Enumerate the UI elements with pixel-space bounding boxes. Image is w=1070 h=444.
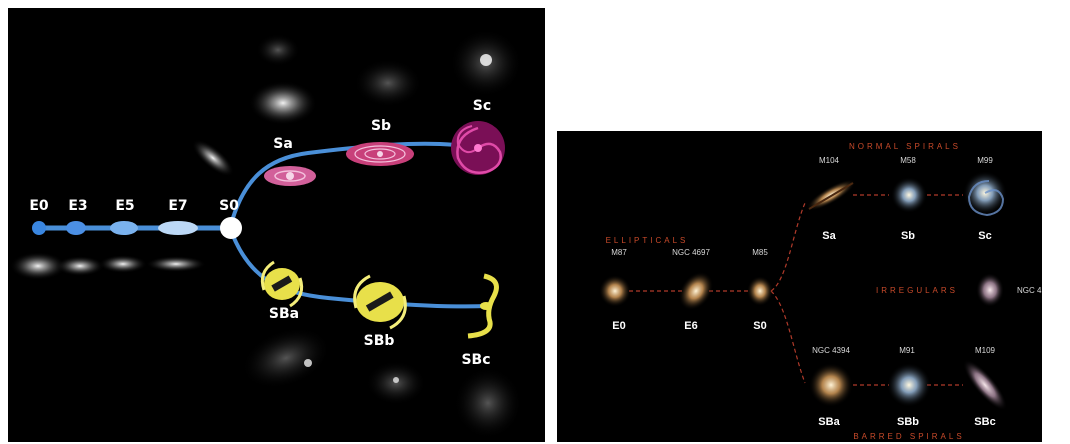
classification-svg: ELLIPTICALS NORMAL SPIRALS IRREGULARS BA… bbox=[599, 142, 1042, 441]
category-barred-spirals: BARRED SPIRALS bbox=[853, 432, 964, 441]
photo-ngc4394 bbox=[809, 363, 853, 407]
photo-m109 bbox=[963, 359, 1007, 411]
label-sb: Sb bbox=[371, 118, 391, 134]
name-m91: M91 bbox=[899, 346, 915, 355]
photo-m91 bbox=[887, 363, 931, 407]
barred-spiral-shapes bbox=[260, 260, 499, 339]
s0-shape bbox=[220, 217, 242, 239]
name-m104: M104 bbox=[819, 156, 840, 165]
connector-s0-sa bbox=[770, 202, 806, 292]
galaxy-photo-e5 bbox=[99, 255, 147, 273]
hubble-tuning-fork-illustration: E0 E3 E5 E7 S0 Sa Sb Sc SBa SBb SBc bbox=[8, 8, 545, 442]
type-sbc: SBc bbox=[974, 416, 995, 428]
name-ngc4697: NGC 4697 bbox=[672, 248, 710, 257]
galaxy-photo-e0 bbox=[10, 252, 66, 280]
galaxy-photo-sbc bbox=[454, 367, 522, 439]
galaxy-photo-sa bbox=[249, 81, 317, 125]
name-m58: M58 bbox=[900, 156, 916, 165]
galaxy-photos bbox=[599, 171, 1007, 411]
sba-shape bbox=[260, 260, 304, 308]
name-ngc4394: NGC 4394 bbox=[812, 346, 850, 355]
normal-spiral-shapes bbox=[264, 121, 505, 186]
galaxy-photo-sba bbox=[241, 327, 331, 389]
label-s0: S0 bbox=[219, 198, 239, 214]
name-ngc4214: NGC 4214 bbox=[1017, 286, 1042, 295]
name-m109: M109 bbox=[975, 346, 996, 355]
galaxy-photo-sb bbox=[354, 59, 422, 107]
galaxy-photo-s0 bbox=[192, 139, 234, 177]
tuning-fork-labels: E0 E3 E5 E7 S0 Sa Sb Sc SBa SBb SBc bbox=[29, 98, 491, 368]
label-e7: E7 bbox=[168, 198, 187, 214]
tuning-fork-svg: E0 E3 E5 E7 S0 Sa Sb Sc SBa SBb SBc bbox=[10, 29, 522, 439]
type-labels: E0 E6 S0 Sa Sb Sc SBa SBb SBc bbox=[612, 230, 995, 428]
e5-shape bbox=[110, 221, 138, 235]
type-sb: Sb bbox=[901, 230, 915, 242]
label-e5: E5 bbox=[115, 198, 134, 214]
photo-m58 bbox=[891, 177, 927, 213]
normal-spiral-track bbox=[228, 141, 479, 229]
photo-ngc4697 bbox=[678, 271, 714, 311]
type-sba: SBa bbox=[818, 416, 840, 428]
sa-shape bbox=[264, 166, 316, 186]
name-m99: M99 bbox=[977, 156, 993, 165]
name-m87: M87 bbox=[611, 248, 627, 257]
photo-m87 bbox=[599, 275, 631, 307]
category-normal-spirals: NORMAL SPIRALS bbox=[849, 142, 961, 151]
label-sbb: SBb bbox=[364, 333, 395, 349]
sbc-shape bbox=[467, 273, 499, 339]
label-sc: Sc bbox=[473, 98, 491, 114]
label-sbc: SBc bbox=[461, 352, 490, 368]
name-m85: M85 bbox=[752, 248, 768, 257]
photo-ngc4214 bbox=[976, 273, 1004, 307]
label-sba: SBa bbox=[269, 306, 299, 322]
elliptical-shapes bbox=[32, 217, 242, 239]
category-headings: ELLIPTICALS NORMAL SPIRALS IRREGULARS BA… bbox=[606, 142, 964, 441]
label-e3: E3 bbox=[68, 198, 87, 214]
background-galaxy-photos bbox=[10, 29, 522, 439]
type-s0: S0 bbox=[753, 320, 766, 332]
e0-shape bbox=[32, 221, 46, 235]
category-ellipticals: ELLIPTICALS bbox=[606, 236, 689, 245]
galaxy-photo-e3 bbox=[56, 256, 104, 276]
label-sa: Sa bbox=[273, 136, 293, 152]
e3-shape bbox=[66, 221, 86, 235]
sbb-shape bbox=[353, 274, 407, 330]
hubble-classification-photos: ELLIPTICALS NORMAL SPIRALS IRREGULARS BA… bbox=[557, 131, 1042, 442]
barred-spiral-track bbox=[228, 227, 489, 309]
galaxy-photo-faint bbox=[256, 34, 300, 66]
category-irregulars: IRREGULARS bbox=[876, 286, 958, 295]
galaxy-names: M87 NGC 4697 M85 M104 M58 M99 NGC 4214 N… bbox=[611, 156, 1042, 355]
type-e0: E0 bbox=[612, 320, 625, 332]
sb-shape bbox=[346, 142, 414, 166]
label-e0: E0 bbox=[29, 198, 49, 214]
type-e6: E6 bbox=[684, 320, 697, 332]
e7-shape bbox=[158, 221, 198, 235]
connector-s0-sba bbox=[770, 290, 806, 384]
type-sbb: SBb bbox=[897, 416, 919, 428]
classification-connectors bbox=[629, 194, 963, 386]
type-sc: Sc bbox=[978, 230, 991, 242]
photo-m85 bbox=[747, 276, 773, 306]
type-sa: Sa bbox=[822, 230, 836, 242]
sc-shape bbox=[451, 121, 505, 175]
galaxy-photo-e7 bbox=[146, 256, 206, 272]
